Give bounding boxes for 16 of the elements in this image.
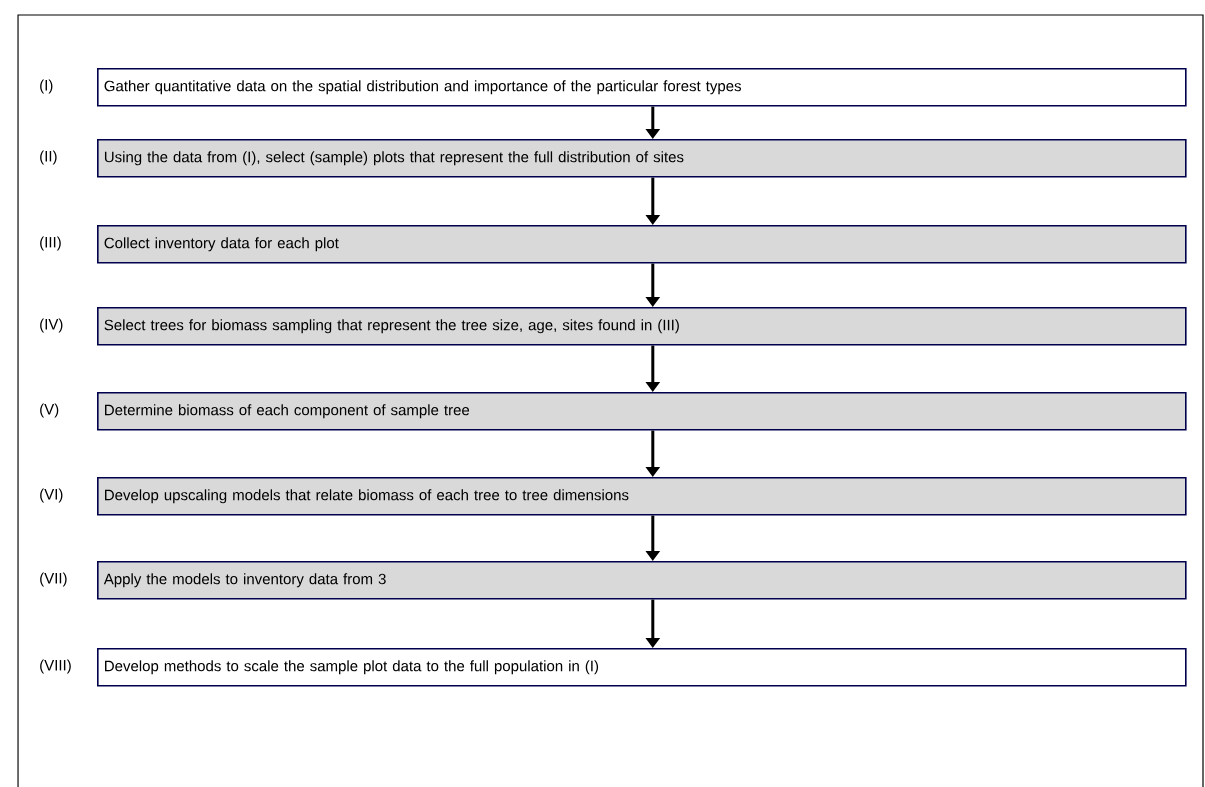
- step-number: (VI): [40, 488, 63, 503]
- step-box: Collect inventory data for each plot: [97, 225, 1187, 264]
- step-number: (II): [40, 150, 57, 165]
- step-number: (VIII): [40, 659, 71, 674]
- step-box: Gather quantitative data on the spatial distribution and importance of the particular forest types: [97, 68, 1187, 107]
- step-number: (VII): [40, 572, 67, 587]
- step-number: (V): [40, 403, 59, 418]
- step-box: Select trees for biomass sampling that represent the tree size, age, sites found in (III): [97, 307, 1187, 346]
- step-number: (IV): [40, 318, 63, 333]
- step-box: Determine biomass of each component of sample tree: [97, 392, 1187, 431]
- step-box: Using the data from (I), select (sample) plots that represent the full distribution of sites: [97, 139, 1187, 178]
- step-box: Develop methods to scale the sample plot data to the full population in (I): [97, 648, 1187, 687]
- step-number: (III): [40, 236, 61, 251]
- step-box: Apply the models to inventory data from 3: [97, 561, 1187, 600]
- step-box: Develop upscaling models that relate biomass of each tree to tree dimensions: [97, 477, 1187, 516]
- step-number: (I): [40, 79, 53, 94]
